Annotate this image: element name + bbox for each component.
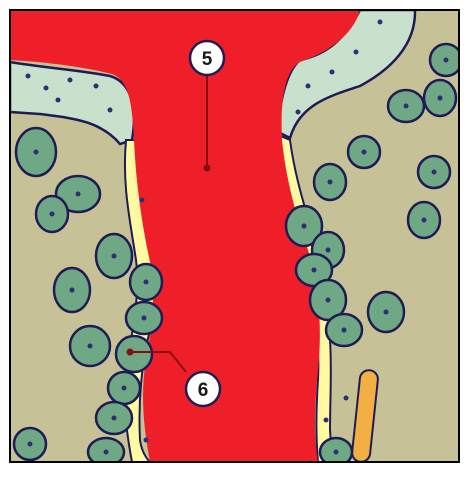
callout-5-dot <box>204 165 211 172</box>
callout-5-label: 5 <box>202 49 213 70</box>
callout-5: 5 <box>190 41 224 75</box>
callout-6-dot <box>127 349 134 356</box>
callout-6: 6 <box>186 372 220 406</box>
callout-6-label: 6 <box>198 380 209 401</box>
